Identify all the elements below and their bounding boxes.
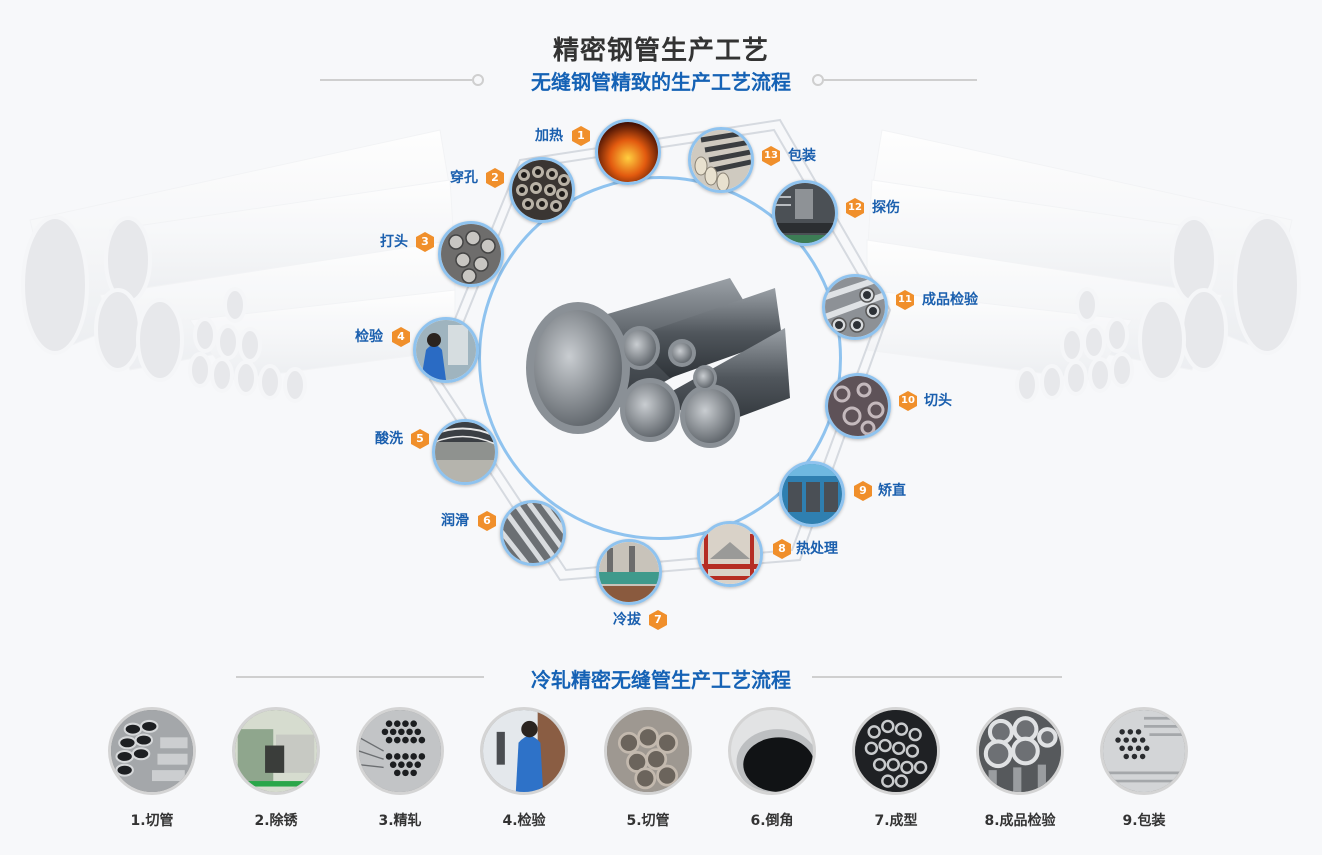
cold-step-5-label: 5.切管 bbox=[626, 813, 670, 829]
cold-step-7-image bbox=[852, 707, 940, 795]
step-11-image bbox=[822, 274, 888, 340]
step-1-image bbox=[595, 119, 661, 185]
cold-step-7-label: 7.成型 bbox=[874, 813, 918, 829]
cold-step-8: 8.成品检验 bbox=[975, 707, 1065, 830]
step-12-label: 探伤 bbox=[872, 200, 900, 216]
cold-step-5: 5.切管 bbox=[603, 707, 693, 830]
step-2-image bbox=[509, 157, 575, 223]
step-6-label: 润滑 bbox=[441, 513, 469, 529]
page-subtitle: 无缝钢管精致的生产工艺流程 bbox=[531, 70, 791, 94]
step-7-badge: 7 bbox=[649, 610, 667, 630]
cold-step-3-label: 3.精轧 bbox=[378, 813, 422, 829]
section2-rule-right bbox=[812, 676, 1062, 678]
cold-step-7: 7.成型 bbox=[851, 707, 941, 830]
cold-step-6-label: 6.倒角 bbox=[750, 813, 794, 829]
step-1-badge: 1 bbox=[572, 126, 590, 146]
cold-step-4: 4.检验 bbox=[479, 707, 569, 830]
cold-step-2: 2.除锈 bbox=[231, 707, 321, 830]
step-9-label: 矫直 bbox=[878, 483, 906, 499]
step-2-label: 穿孔 bbox=[450, 170, 478, 186]
step-11-badge: 11 bbox=[896, 290, 914, 310]
cold-step-1-image bbox=[108, 707, 196, 795]
step-4-badge: 4 bbox=[392, 327, 410, 347]
cold-step-9-label: 9.包装 bbox=[1122, 813, 1166, 829]
step-10-label: 切头 bbox=[924, 393, 952, 409]
cold-step-8-image bbox=[976, 707, 1064, 795]
cold-step-3: 3.精轧 bbox=[355, 707, 445, 830]
center-steel-pipes-image bbox=[526, 278, 790, 448]
step-5-image bbox=[432, 419, 498, 485]
step-10-badge: 10 bbox=[899, 391, 917, 411]
step-10-image bbox=[825, 373, 891, 439]
step-7-label: 冷拔 bbox=[613, 612, 641, 628]
cold-step-3-image bbox=[356, 707, 444, 795]
cold-step-2-label: 2.除锈 bbox=[254, 813, 298, 829]
cold-step-4-label: 4.检验 bbox=[502, 813, 546, 829]
background-pipes-left bbox=[21, 129, 456, 403]
process-ring bbox=[478, 176, 842, 540]
step-9-image bbox=[779, 461, 845, 527]
cold-step-8-label: 8.成品检验 bbox=[984, 813, 1056, 829]
step-2-badge: 2 bbox=[486, 168, 504, 188]
step-3-badge: 3 bbox=[416, 232, 434, 252]
step-5-badge: 5 bbox=[411, 429, 429, 449]
step-8-badge: 8 bbox=[773, 539, 791, 559]
step-5-label: 酸洗 bbox=[375, 431, 403, 447]
step-3-label: 打头 bbox=[380, 234, 408, 250]
title-rule-right bbox=[824, 79, 977, 81]
cold-step-4-image bbox=[480, 707, 568, 795]
section2-rule-left bbox=[236, 676, 484, 678]
cold-step-6-image bbox=[728, 707, 816, 795]
cold-step-9: 9.包装 bbox=[1099, 707, 1189, 830]
step-6-image bbox=[500, 500, 566, 566]
step-12-image bbox=[772, 180, 838, 246]
step-11-label: 成品检验 bbox=[922, 292, 978, 308]
background-pipes-right bbox=[866, 129, 1301, 403]
title-rule-left bbox=[320, 79, 472, 81]
section2-title: 冷轧精密无缝管生产工艺流程 bbox=[531, 668, 791, 692]
page-title: 精密钢管生产工艺 bbox=[552, 36, 769, 66]
step-1-label: 加热 bbox=[535, 128, 563, 144]
step-4-label: 检验 bbox=[355, 329, 383, 345]
cold-step-1: 1.切管 bbox=[107, 707, 197, 830]
title-rule-dot-left bbox=[472, 74, 484, 86]
cold-step-5-image bbox=[604, 707, 692, 795]
step-8-image bbox=[697, 521, 763, 587]
step-3-image bbox=[438, 221, 504, 287]
cold-step-2-image bbox=[232, 707, 320, 795]
step-12-badge: 12 bbox=[846, 198, 864, 218]
step-8-label: 热处理 bbox=[796, 541, 838, 557]
cold-step-9-image bbox=[1100, 707, 1188, 795]
step-7-image bbox=[596, 539, 662, 605]
step-13-label: 包装 bbox=[788, 148, 816, 164]
step-9-badge: 9 bbox=[854, 481, 872, 501]
step-13-image bbox=[688, 127, 754, 193]
cold-step-6: 6.倒角 bbox=[727, 707, 817, 830]
step-6-badge: 6 bbox=[478, 511, 496, 531]
title-rule-dot-right bbox=[812, 74, 824, 86]
cold-step-1-label: 1.切管 bbox=[130, 813, 174, 829]
step-13-badge: 13 bbox=[762, 146, 780, 166]
step-4-image bbox=[413, 317, 479, 383]
